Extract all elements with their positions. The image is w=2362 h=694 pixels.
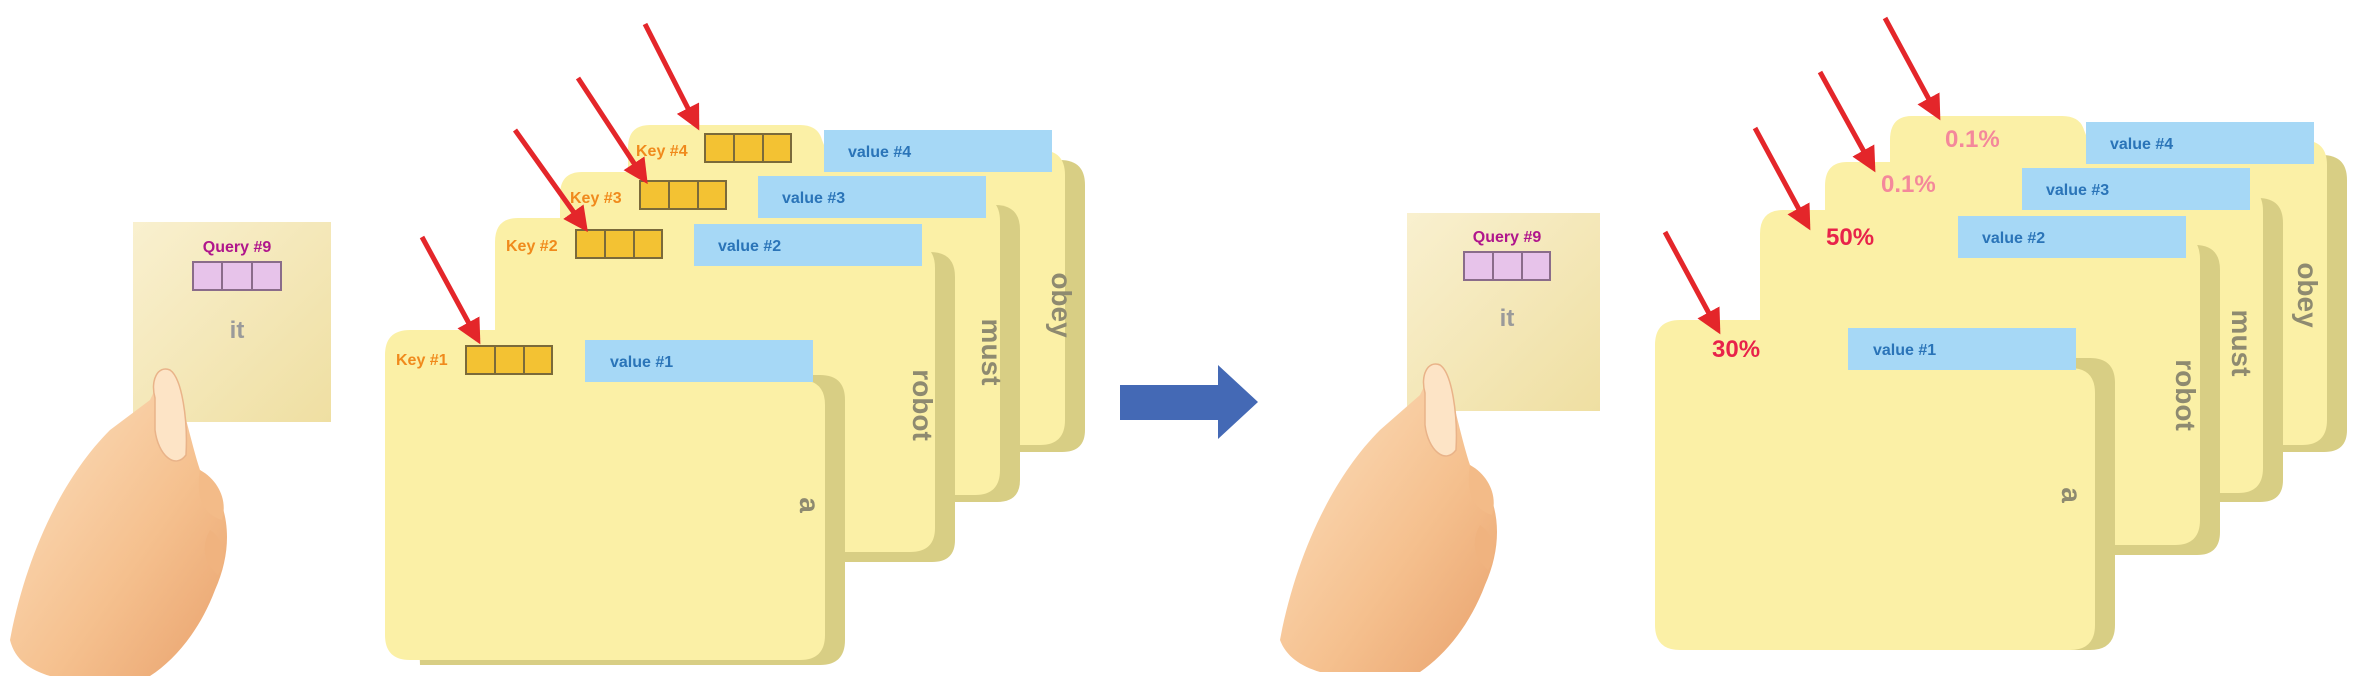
key-pointer-arrows xyxy=(419,22,700,345)
query-label: Query #9 xyxy=(203,239,272,256)
key-label: Key #1 xyxy=(396,352,448,369)
folder-1: value #1 Key #1 a xyxy=(385,330,845,665)
query-word: it xyxy=(1500,305,1515,332)
value-label: value #4 xyxy=(848,144,911,161)
key-label: Key #4 xyxy=(636,143,688,160)
arrow-icon xyxy=(512,128,588,233)
query-word: it xyxy=(230,317,245,344)
arrow-icon xyxy=(1882,16,1941,121)
arrow-icon xyxy=(1662,230,1721,335)
value-tab xyxy=(2022,168,2250,210)
query-label: Query #9 xyxy=(1473,229,1542,246)
arrow-icon xyxy=(642,22,700,131)
value-tab xyxy=(694,224,922,266)
key-vector xyxy=(704,133,792,163)
folder-word: must xyxy=(2226,310,2257,377)
value-tab xyxy=(2086,122,2314,164)
score-pointer-arrows xyxy=(1662,16,1941,335)
value-label: value #2 xyxy=(718,238,781,255)
folder-word: must xyxy=(976,319,1007,386)
arrow-icon xyxy=(1817,70,1876,173)
key-vector xyxy=(465,345,553,375)
value-label: value #3 xyxy=(2046,182,2109,199)
arrow-icon xyxy=(1752,126,1811,231)
key-vector xyxy=(639,180,727,210)
hand-icon xyxy=(10,368,227,676)
right-panel: Query #9 it value #4 0.1% obey xyxy=(1280,16,2347,672)
query-vector xyxy=(1463,251,1551,281)
attention-score: 0.1% xyxy=(1945,126,2000,153)
arrow-icon xyxy=(419,235,481,345)
value-tab xyxy=(758,176,986,218)
value-label: value #1 xyxy=(610,354,673,371)
value-label: value #1 xyxy=(1873,342,1936,359)
folder-word: a xyxy=(794,497,825,513)
value-tab xyxy=(1848,328,2076,370)
attention-score: 30% xyxy=(1712,336,1760,363)
query-vector xyxy=(192,261,282,291)
key-vector xyxy=(575,229,663,259)
folder-word: obey xyxy=(2292,262,2323,328)
value-tab xyxy=(824,130,1052,172)
arrow-icon xyxy=(575,76,648,185)
folder-word: robot xyxy=(2170,359,2201,431)
folder-word: obey xyxy=(1046,272,1077,338)
key-label: Key #2 xyxy=(506,238,558,255)
hand-icon xyxy=(1280,363,1497,672)
value-tab xyxy=(585,340,813,382)
value-label: value #4 xyxy=(2110,136,2173,153)
value-label: value #2 xyxy=(1982,230,2045,247)
attention-score: 0.1% xyxy=(1881,171,1936,198)
arrow-right-icon xyxy=(1120,365,1258,439)
attention-score: 50% xyxy=(1826,224,1874,251)
folder-word: a xyxy=(2056,487,2087,503)
folder-1: value #1 30% a xyxy=(1655,320,2115,650)
value-label: value #3 xyxy=(782,190,845,207)
key-label: Key #3 xyxy=(570,190,622,207)
left-panel: Query #9 it value #4 Key #4 xyxy=(10,22,1085,676)
folder-word: robot xyxy=(907,369,938,441)
value-tab xyxy=(1958,216,2186,258)
